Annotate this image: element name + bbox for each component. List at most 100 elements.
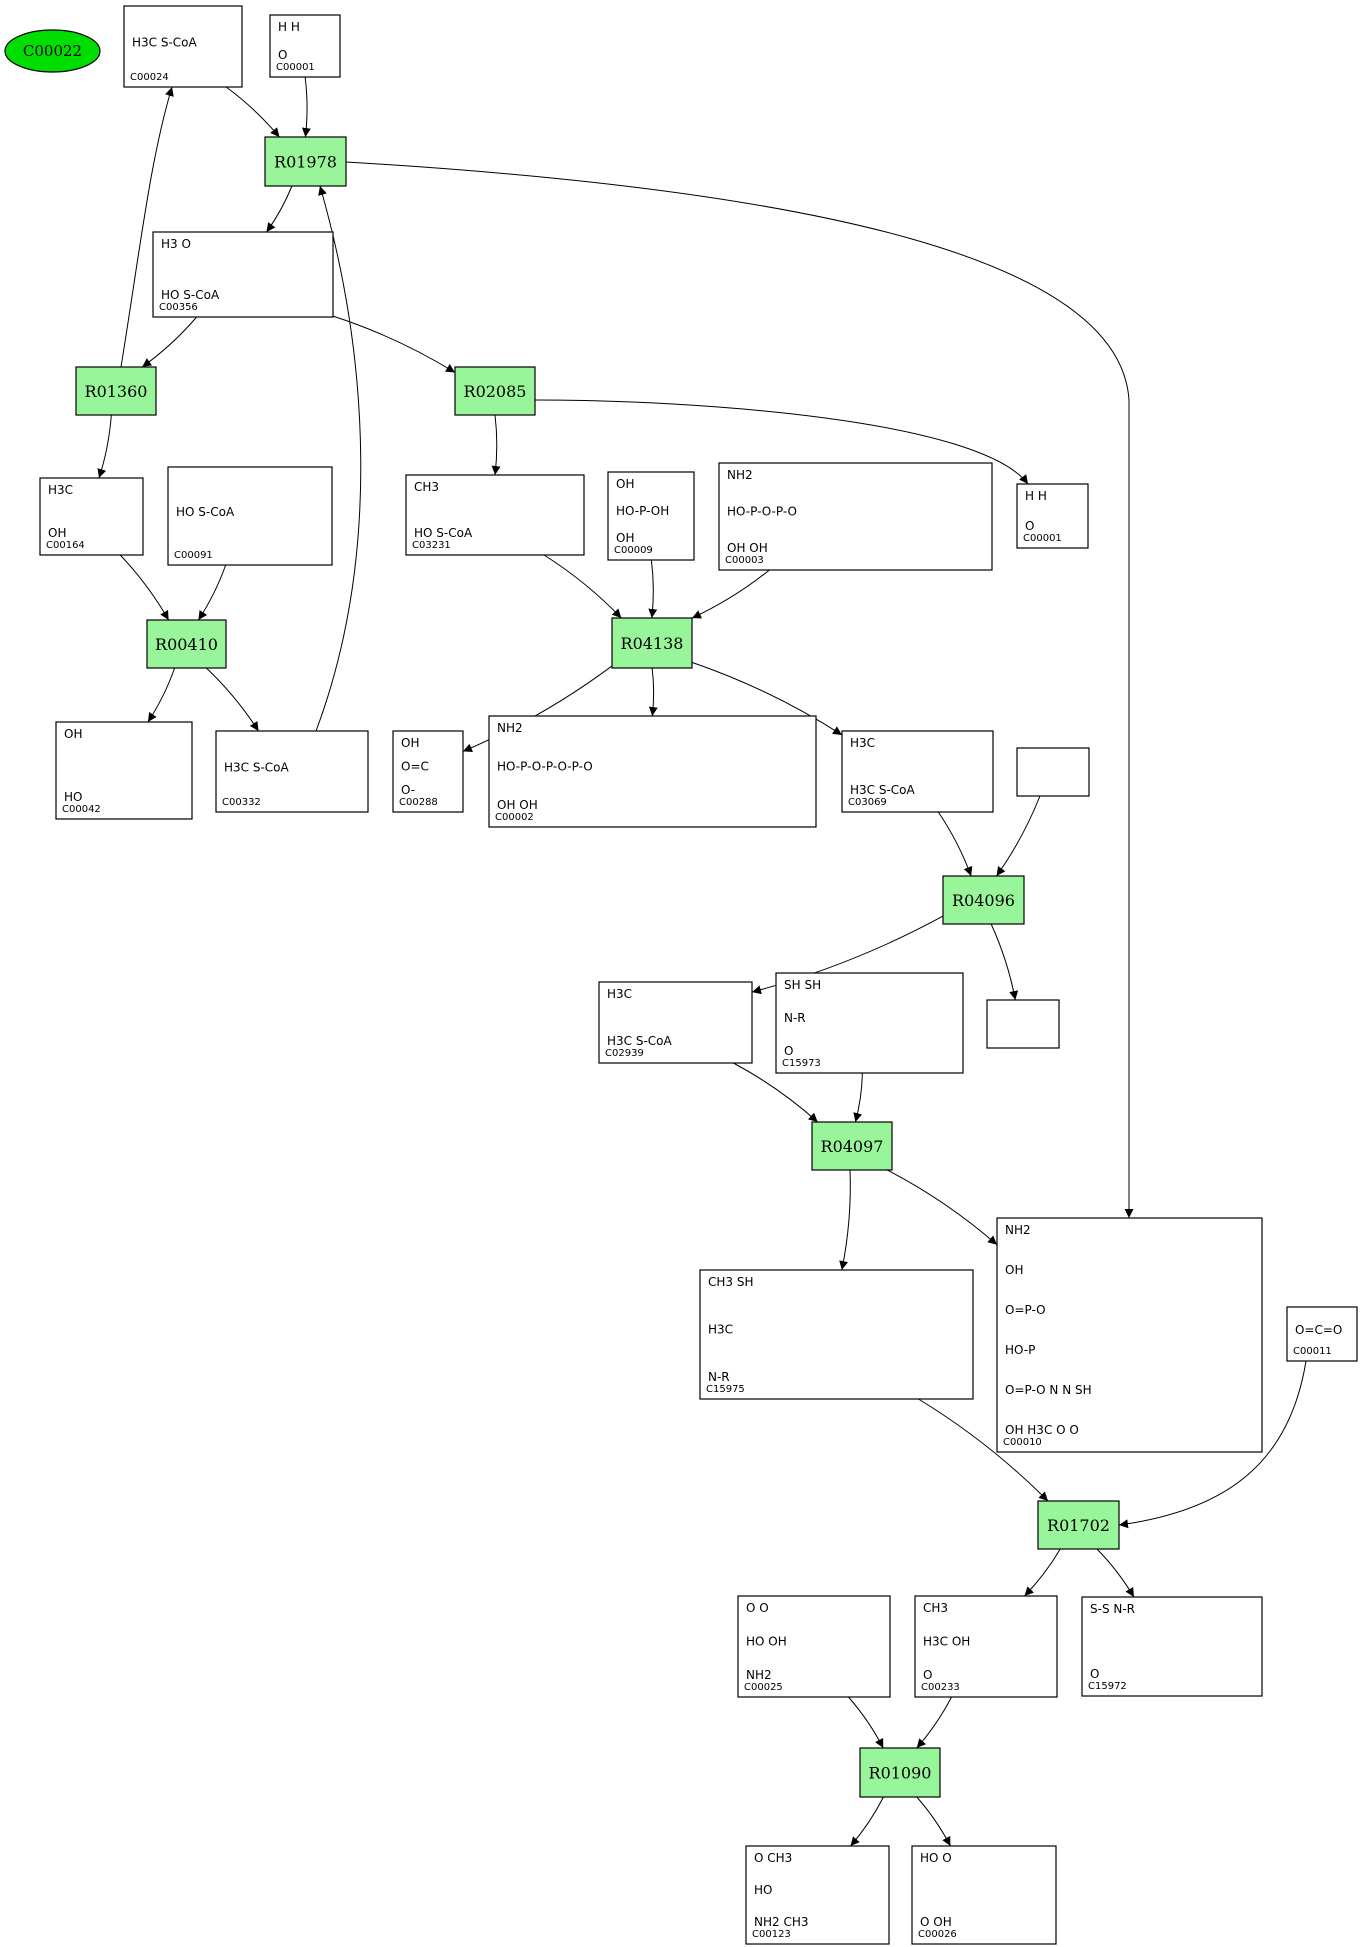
reaction-id: R01360 <box>85 382 148 401</box>
reaction-r02085[interactable]: R02085 <box>454 366 536 416</box>
edge-layer <box>97 76 1307 1847</box>
edge-r04138-to-c00288 <box>462 665 613 753</box>
edge-c03231-to-r04138 <box>543 554 622 619</box>
reaction-r04097[interactable]: R04097 <box>811 1121 893 1171</box>
structure-fragment: HO <box>754 1883 772 1897</box>
compound-id: C03231 <box>412 540 451 551</box>
structure-fragment: O=P-O <box>1005 1303 1046 1317</box>
structure-fragment: H3C <box>607 987 632 1001</box>
structure-fragment: OH <box>616 477 634 491</box>
structure-fragment: O <box>923 1668 932 1682</box>
structure-fragment: HO-P-OH <box>616 504 669 518</box>
structure-fragment: O <box>1025 519 1034 533</box>
compound-id: C00002 <box>495 812 534 823</box>
compound-blank_a[interactable] <box>1016 747 1090 797</box>
compound-id: C00332 <box>222 797 261 808</box>
compound-id: C00025 <box>744 1682 783 1693</box>
structure-fragment: OH <box>616 531 634 545</box>
compound-id: C00164 <box>46 540 85 551</box>
compound-id: C02939 <box>605 1048 644 1059</box>
edge-c00009-to-r04138 <box>648 559 658 619</box>
reaction-r00410[interactable]: R00410 <box>146 619 227 669</box>
compound-c00288[interactable]: OHO=CO-C00288 <box>392 730 464 813</box>
compound-id: C15975 <box>706 1384 745 1395</box>
reaction-r04138[interactable]: R04138 <box>611 617 693 669</box>
edge-r01360-to-c00164 <box>97 414 112 479</box>
structure-fragment: O=P-O N N SH <box>1005 1383 1092 1397</box>
structure-fragment: OH H3C O O <box>1005 1423 1079 1437</box>
structure-fragment: CH3 <box>923 1601 948 1615</box>
structure-fragment: HO S-CoA <box>176 505 235 519</box>
structure-fragment: H3C <box>48 483 73 497</box>
structure-fragment: OH <box>401 736 419 750</box>
structure-fragment: HO <box>64 790 82 804</box>
structure-fragment: O=C <box>401 760 429 774</box>
compound-c00091[interactable]: HO S-CoA C00091 <box>167 466 333 566</box>
reaction-r04096[interactable]: R04096 <box>942 875 1025 925</box>
reaction-id: R01090 <box>869 1764 932 1783</box>
edge-c15973-to-r04097 <box>853 1072 863 1123</box>
compound-id: C15972 <box>1088 1681 1127 1692</box>
structure-fragment: OH OH <box>727 541 768 555</box>
structure-fragment: OH <box>48 526 66 540</box>
structure-fragment: H H <box>278 20 300 34</box>
compound-c00024_a[interactable]: H3C S-CoA C00024 <box>123 5 243 88</box>
reaction-r01978[interactable]: R01978 <box>264 136 347 187</box>
structure-fragment: NH2 <box>746 1668 772 1682</box>
structure-fragment: O <box>784 1044 793 1058</box>
compound-id: C00011 <box>1293 1346 1332 1357</box>
edge-c15975-to-r01702 <box>918 1398 1049 1502</box>
edge-r04096-to-blank_b <box>990 923 1019 1001</box>
compound-id: C00288 <box>399 797 438 808</box>
compound-id: C00024 <box>130 72 169 83</box>
compound-blank_b[interactable] <box>986 999 1060 1049</box>
structure-fragment: S-S N-R <box>1090 1602 1135 1616</box>
reaction-id: R02085 <box>464 382 527 401</box>
structure-fragment: O OH <box>920 1915 952 1929</box>
edge-r04138-to-c00002 <box>648 667 658 717</box>
edge-r04138-to-c03069 <box>691 661 843 736</box>
edge-c00001_a-to-r01978 <box>301 76 311 138</box>
structure-fragment: HO O <box>920 1851 952 1865</box>
structure-fragment: H3 O <box>161 237 191 251</box>
compound-id: C00091 <box>174 550 213 561</box>
edge-c00332-to-r01978 <box>315 185 362 732</box>
compound-id: C00003 <box>725 555 764 566</box>
reaction-id: R01702 <box>1047 1516 1110 1535</box>
compound-id: C00009 <box>614 545 653 556</box>
structure-fragment: H3C OH <box>923 1635 970 1649</box>
structure-fragment: NH2 <box>1005 1223 1031 1237</box>
edge-c00011-to-r01702 <box>1118 1360 1307 1529</box>
reaction-r01090[interactable]: R01090 <box>859 1747 941 1798</box>
root-compound-c00022[interactable]: C00022 <box>4 29 101 73</box>
compound-id: C00001 <box>1023 533 1062 544</box>
reaction-r01360[interactable]: R01360 <box>75 366 157 416</box>
reaction-r01702[interactable]: R01702 <box>1037 1500 1120 1550</box>
edge-blank_a-to-r04096 <box>996 795 1041 877</box>
structure-fragment: H3C S-CoA <box>132 36 198 50</box>
structure-fragment: HO-P-O-P-O <box>727 505 797 519</box>
edge-r01090-to-c00123 <box>850 1796 884 1847</box>
